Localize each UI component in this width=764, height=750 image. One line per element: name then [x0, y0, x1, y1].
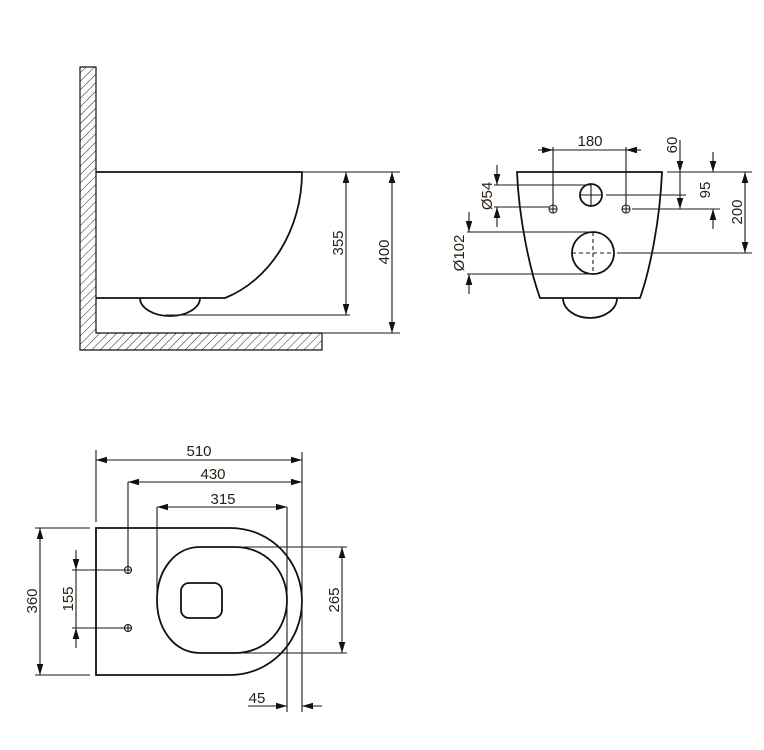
bowl-foot: [139, 297, 201, 317]
bowl-side-outline: [96, 171, 303, 299]
dim-45: 45: [249, 690, 266, 707]
dim-200: 200: [729, 199, 746, 224]
dim-dia-102: Ø102: [451, 235, 468, 272]
wall: [79, 66, 323, 351]
dim-95: 95: [697, 182, 714, 199]
side-view: 355 400: [79, 66, 400, 351]
dim-360: 360: [24, 588, 41, 613]
dim-265: 265: [326, 587, 343, 612]
dim-400: 400: [376, 239, 393, 264]
dim-510: 510: [186, 443, 211, 460]
dim-155: 155: [60, 586, 77, 611]
dim-430: 430: [200, 466, 225, 483]
top-view: 510 430 315 360 155 265 45: [24, 443, 347, 712]
dim-dia-54: Ø54: [479, 182, 496, 210]
dim-355: 355: [330, 230, 347, 255]
bolt-holes: [123, 565, 133, 633]
dim-60: 60: [664, 137, 681, 154]
dim-315: 315: [210, 491, 235, 508]
back-view: 180 60 95 200 Ø54 Ø102: [451, 133, 752, 319]
dim-180: 180: [577, 133, 602, 150]
bowl-back-outline: [516, 171, 663, 299]
flush-rim: [180, 582, 223, 619]
